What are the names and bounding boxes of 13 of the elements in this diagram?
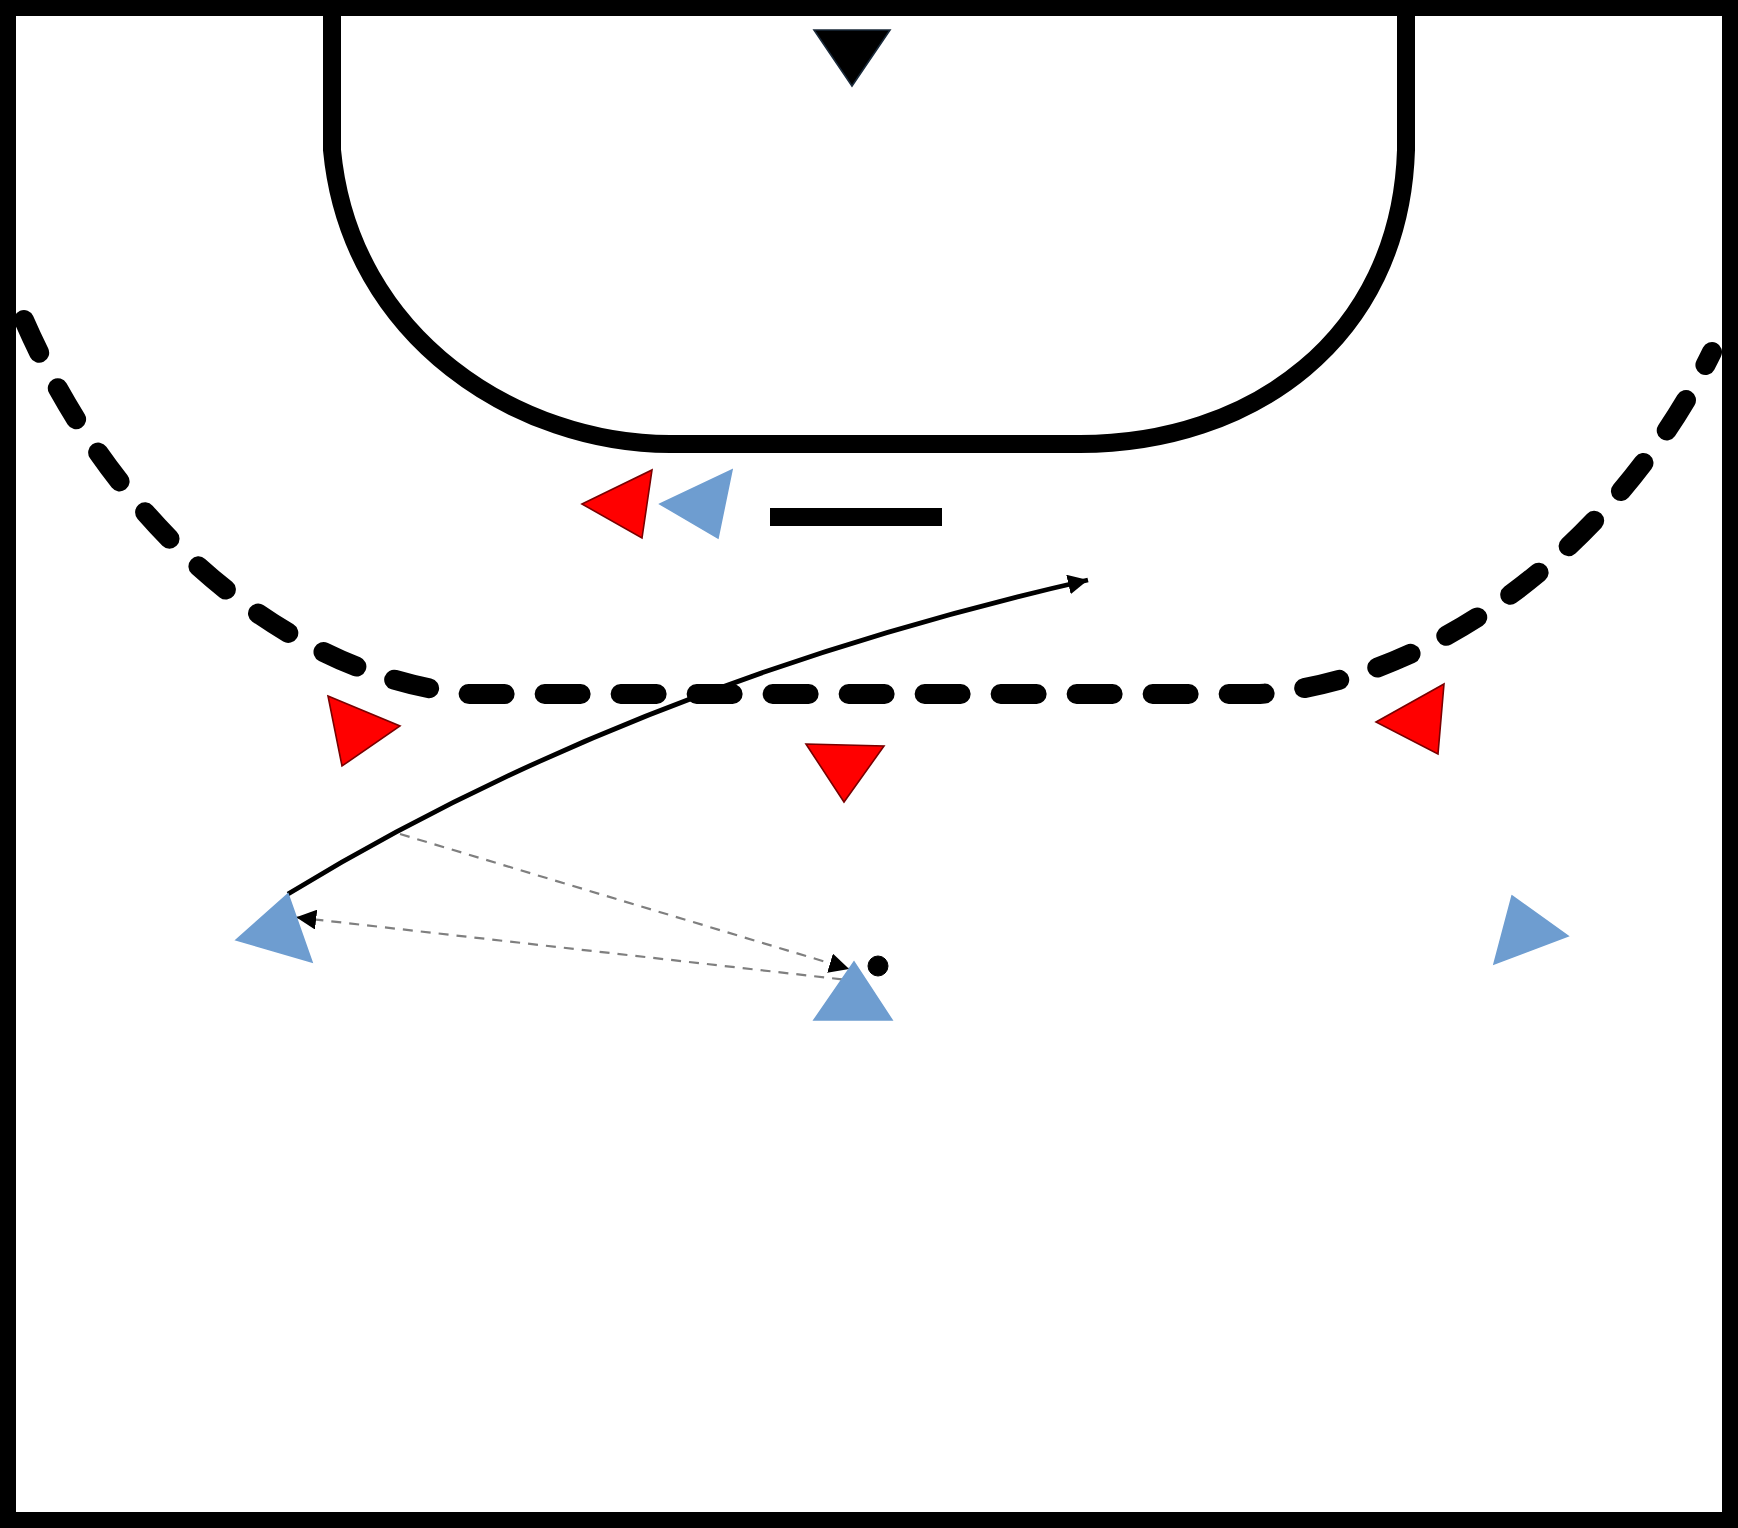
player-triangle [804, 742, 886, 804]
player-triangle [326, 694, 402, 768]
dashed-arrow [399, 832, 850, 973]
player-triangle [1374, 682, 1446, 756]
player-triangle [812, 960, 894, 1022]
player-triangle [580, 468, 654, 540]
player-triangle [1492, 894, 1570, 966]
goalkeeper-triangle [812, 28, 892, 88]
player-triangle [234, 892, 314, 964]
dashed-arrow [296, 909, 843, 981]
ball-dot [866, 954, 890, 978]
curved-arrow [286, 574, 1089, 897]
player-triangle [658, 468, 734, 540]
